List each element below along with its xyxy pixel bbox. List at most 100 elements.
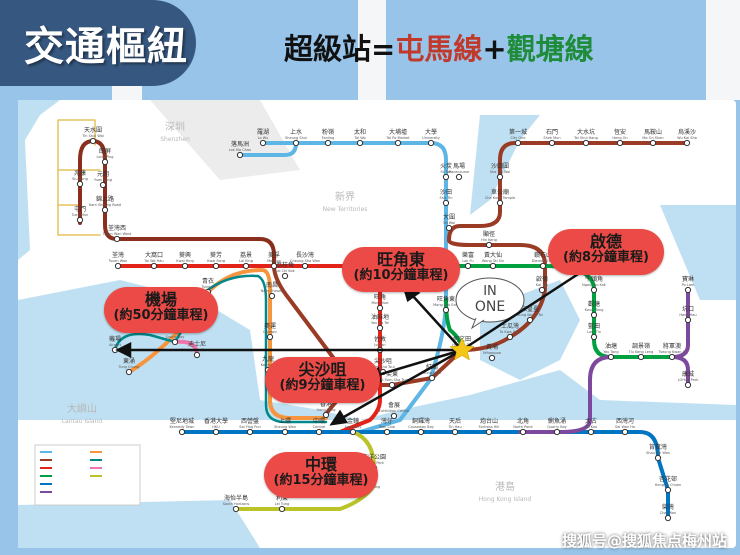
station-name-en: Kwun Tong: [585, 308, 604, 312]
station-name-en: Kwai Hing: [176, 259, 193, 263]
station-name-en: Quarry Bay: [547, 425, 567, 429]
station-name-zh: 灣仔: [381, 417, 393, 425]
station-name-en: Kai Tak: [536, 283, 549, 287]
station-marker: [390, 412, 398, 420]
station-name-zh: 太古: [585, 417, 597, 425]
station-name-en: Tai Wai: [442, 221, 455, 225]
station-marker: [506, 333, 514, 341]
station-marker: [113, 235, 121, 243]
callout-name: 中環: [304, 455, 337, 474]
station-name-en: Tai Po Market: [385, 136, 410, 140]
station-marker: [496, 173, 504, 181]
watermark: 搜狐号@搜狐焦点梅州站: [562, 532, 728, 550]
station-name-zh: 葵芳: [210, 251, 222, 259]
station-marker: [590, 311, 598, 319]
station-name-en: Tiu Keng Leng: [628, 350, 654, 354]
station-name-en: Lai Chi Kok: [275, 269, 295, 273]
station-name-zh: 羅湖: [257, 128, 269, 136]
station-marker: [292, 139, 300, 147]
station-name-en: Sha Tin Wai: [490, 170, 510, 174]
station-name-en: Tsim Sha Tsui: [370, 365, 394, 369]
kwun-tong-line-label: 觀塘線: [506, 32, 594, 66]
station-name-zh: 黃埔: [486, 343, 498, 351]
station-marker: [637, 353, 645, 361]
station-name-zh: 荔景: [240, 251, 252, 259]
station-name-zh: 葵興: [179, 251, 191, 259]
station-name-en: Exhibition Centre: [379, 409, 409, 413]
station-name-zh: 尖沙咀: [374, 357, 392, 365]
station-name-zh: 大學: [425, 128, 437, 136]
station-marker: [539, 262, 547, 270]
station-marker: [356, 139, 364, 147]
station-marker: [281, 428, 289, 436]
station-name-en: Nam Cheong: [261, 289, 284, 293]
station-name-zh: 西營盤: [241, 417, 259, 425]
tung-chung-line: [127, 268, 328, 420]
title-tab: 交通樞紐: [0, 0, 196, 86]
station-name-en: Kowloon: [261, 363, 276, 367]
station-name-en: Lok Ma Chau: [229, 148, 251, 152]
light-rail-line: [57, 119, 101, 236]
station-name-en: Sunny Bay: [166, 335, 185, 339]
station-name-zh: 將軍澳: [663, 342, 681, 350]
station-name-zh: 旺角東: [437, 295, 455, 303]
station-name-zh: 錦上路: [96, 195, 114, 203]
station-marker: [76, 216, 84, 224]
station-name-en: Jordan: [373, 343, 385, 347]
station-name-zh: 康城: [682, 370, 694, 378]
station-marker: [394, 139, 402, 147]
station-marker: [649, 139, 657, 147]
station-name-en: Wu Kai Sha: [677, 136, 697, 140]
station-marker: [451, 428, 459, 436]
station-marker: [587, 428, 595, 436]
station-name-en: Lo Wu: [258, 136, 269, 140]
callout-mong-kok-east: 旺角東(約10分鐘車程): [342, 247, 460, 292]
station-name-en: Whampoa: [483, 351, 501, 355]
station-name-en: Tai Koo: [584, 425, 597, 429]
station-name-zh: 沙田: [440, 189, 452, 196]
shenzhen-area: [150, 100, 300, 180]
station-marker: [212, 262, 220, 270]
station-marker: [488, 354, 496, 362]
callout-time: (約8分鐘車程): [563, 250, 649, 266]
station-name-en: City One: [510, 136, 525, 140]
station-marker: [455, 173, 463, 181]
station-name-en: Tin Hau: [447, 425, 461, 429]
station-name-en: Wan Chai: [379, 425, 396, 429]
station-name-zh: 荃灣西: [108, 224, 126, 232]
station-name-en: Tseung Kwan O: [658, 350, 686, 354]
station-name-en: Tai Wo: [353, 136, 365, 140]
station-name-zh: 東涌: [123, 357, 135, 365]
station-name-zh: 樂富: [462, 251, 474, 259]
station-name-en: Hong Kong: [316, 408, 335, 412]
station-name-en: Sai Wan Ho: [615, 425, 635, 429]
station-name-en: Causeway Bay: [408, 425, 434, 429]
station-marker: [684, 381, 692, 389]
header-divider: [706, 0, 740, 100]
station-name-en: Sheung Wan: [274, 425, 296, 429]
station-marker: [519, 428, 527, 436]
station-name-zh: 石門: [546, 129, 558, 136]
callout-kai-tak: 啟德(約8分鐘車程): [548, 229, 664, 275]
station-name-zh: 太和: [354, 128, 366, 136]
callout-name: 啟德: [589, 232, 622, 251]
station-name-zh: 宋皇臺: [521, 305, 539, 313]
station-marker: [89, 137, 97, 145]
subtitle-prefix: 超級站: [284, 32, 372, 66]
region-label-zh: 深圳: [165, 121, 185, 133]
